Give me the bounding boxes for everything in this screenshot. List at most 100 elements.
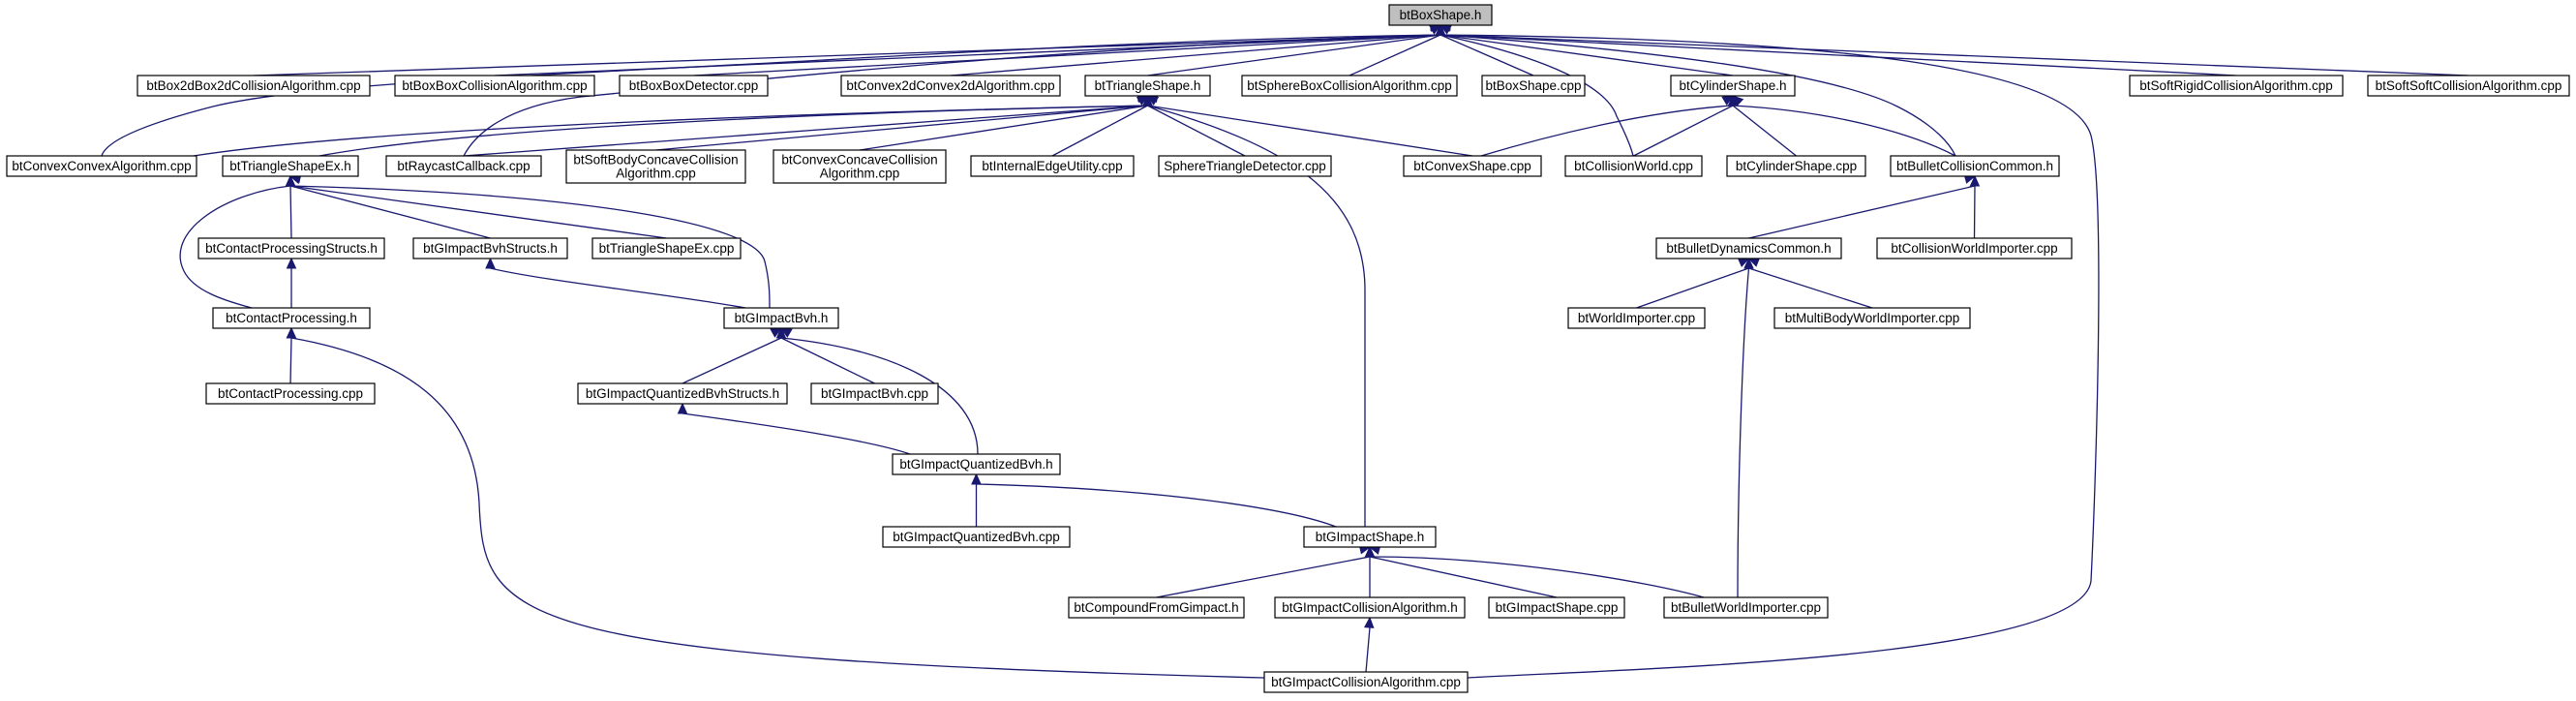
- graph-node[interactable]: btSoftSoftCollisionAlgorithm.cpp: [2367, 75, 2570, 97]
- node-label: btBoxShape.h: [1400, 8, 1482, 22]
- edge-line: [1440, 34, 1534, 76]
- graph-node[interactable]: btSoftRigidCollisionAlgorithm.cpp: [2129, 75, 2344, 97]
- node-label: btSoftSoftCollisionAlgorithm.cpp: [2376, 78, 2562, 93]
- edge-root-to-boxcpp: [1439, 24, 1534, 76]
- edge-line: [1147, 34, 1441, 76]
- graph-node[interactable]: btConvex2dConvex2dAlgorithm.cpp: [840, 75, 1061, 97]
- graph-node[interactable]: btCylinderShape.cpp: [1726, 155, 1866, 177]
- graph-node[interactable]: btConvexConvexAlgorithm.cpp: [6, 155, 197, 177]
- edge-tri-to-trix: [318, 94, 1153, 157]
- node-box: [1241, 75, 1458, 97]
- edge-gb-to-gqbs: [682, 327, 783, 384]
- node-label: SphereTriangleDetector.cpp: [1164, 159, 1326, 173]
- node-box: [385, 155, 542, 177]
- graph-node[interactable]: btCollisionWorldImporter.cpp: [1876, 237, 2073, 259]
- graph-node[interactable]: btGImpactQuantizedBvhStructs.h: [577, 382, 788, 405]
- graph-node[interactable]: btBulletWorldImporter.cpp: [1663, 596, 1829, 619]
- edge-gs-to-cfg: [1156, 544, 1372, 598]
- graph-node[interactable]: btCollisionWorld.cpp: [1564, 155, 1703, 177]
- edge-gb-to-gqb: [775, 326, 979, 455]
- graph-node[interactable]: btWorldImporter.cpp: [1567, 307, 1706, 329]
- node-label: btGImpactShape.cpp: [1496, 600, 1619, 615]
- graph-node[interactable]: btContactProcessingStructs.h: [197, 237, 385, 259]
- arrow-head-icon: [677, 402, 688, 414]
- graph-node[interactable]: btBoxBoxDetector.cpp: [619, 75, 769, 97]
- edge-tri-to-cvx: [1146, 92, 1473, 157]
- node-label: btSphereBoxCollisionAlgorithm.cpp: [1247, 78, 1452, 93]
- edge-line: [976, 483, 1337, 528]
- node-box: [773, 149, 947, 184]
- edge-gs-to-gscpp: [1368, 544, 1558, 598]
- node-box: [882, 526, 1071, 548]
- graph-node[interactable]: btGImpactBvh.h: [723, 307, 839, 329]
- node-box: [1567, 307, 1706, 329]
- edge-cyl-to-cw: [1633, 95, 1735, 157]
- edge-line: [289, 185, 667, 239]
- node-box: [1388, 4, 1493, 26]
- graph-node[interactable]: btGImpactBvh.cpp: [810, 382, 939, 405]
- edge-line: [950, 34, 1441, 76]
- graph-root-node: btBoxShape.h: [1388, 4, 1493, 26]
- graph-node[interactable]: btGImpactCollisionAlgorithm.h: [1274, 596, 1466, 619]
- graph-node[interactable]: btGImpactBvhStructs.h: [412, 237, 568, 259]
- graph-node[interactable]: btConvexShape.cpp: [1403, 155, 1542, 177]
- graph-node[interactable]: btRaycastCallback.cpp: [385, 155, 542, 177]
- node-label: Algorithm.cpp: [616, 167, 696, 181]
- graph-node[interactable]: btBox2dBox2dCollisionAlgorithm.cpp: [136, 75, 371, 97]
- edge-line: [1147, 105, 1473, 157]
- edge-tri-to-ccca: [859, 92, 1149, 151]
- graph-node[interactable]: btGImpactQuantizedBvh.h: [892, 453, 1061, 475]
- edge-cyl-to-bcc: [1727, 94, 1956, 157]
- graph-node[interactable]: btTriangleShapeEx.cpp: [591, 237, 742, 259]
- node-label: btGImpactShape.h: [1316, 530, 1425, 544]
- graph-node[interactable]: btCompoundFromGimpact.h: [1068, 596, 1245, 619]
- arrow-head-icon: [286, 326, 297, 339]
- edge-gb-to-gbcpp: [779, 327, 875, 384]
- edge-line: [780, 337, 979, 455]
- graph-node[interactable]: btBoxBoxCollisionAlgorithm.cpp: [394, 75, 595, 97]
- node-box: [1481, 75, 1586, 97]
- edges-layer: [101, 20, 2470, 679]
- node-label: btGImpactCollisionAlgorithm.cpp: [1271, 675, 1461, 689]
- graph-node[interactable]: btContactProcessing.cpp: [205, 382, 376, 405]
- node-label: btGImpactBvh.cpp: [821, 386, 928, 401]
- graph-node[interactable]: btMultiBodyWorldImporter.cpp: [1773, 307, 1971, 329]
- graph-node[interactable]: btGImpactCollisionAlgorithm.cpp: [1263, 671, 1469, 693]
- graph-node[interactable]: btInternalEdgeUtility.cpp: [970, 155, 1135, 177]
- node-label: btBulletDynamicsCommon.h: [1666, 241, 1831, 256]
- nodes-layer: btBoxShape.h btBox2dBox2dCollisionAlgorit…: [6, 4, 2570, 693]
- edge-tri-to-ieu: [1051, 95, 1149, 157]
- edge-cp-to-gcacpp: [286, 326, 1265, 679]
- node-box: [619, 75, 769, 97]
- graph-node[interactable]: btGImpactQuantizedBvh.cpp: [882, 526, 1071, 548]
- edge-line: [101, 34, 1441, 157]
- edge-bcc-to-cwi: [1969, 174, 1981, 239]
- node-label: btRaycastCallback.cpp: [397, 159, 530, 173]
- graph-node[interactable]: btSphereBoxCollisionAlgorithm.cpp: [1241, 75, 1458, 97]
- node-box: [2129, 75, 2344, 97]
- edge-line: [179, 185, 291, 309]
- graph-node[interactable]: btCylinderShape.h: [1670, 75, 1796, 97]
- node-label: btTriangleShape.h: [1095, 78, 1201, 93]
- graph-node[interactable]: btBulletCollisionCommon.h: [1890, 155, 2060, 177]
- edge-line: [693, 34, 1441, 76]
- node-label: btTriangleShapeEx.cpp: [599, 241, 735, 256]
- graph-node[interactable]: SphereTriangleDetector.cpp: [1158, 155, 1332, 177]
- edge-line: [859, 105, 1148, 151]
- node-box: [565, 149, 746, 184]
- graph-node[interactable]: btGImpactShape.cpp: [1488, 596, 1625, 619]
- graph-node[interactable]: btTriangleShape.h: [1084, 75, 1211, 97]
- arrow-head-icon: [1142, 94, 1153, 107]
- graph-node[interactable]: btBulletDynamicsCommon.h: [1655, 237, 1842, 259]
- graph-node[interactable]: btGImpactShape.h: [1303, 526, 1437, 548]
- edge-line: [1369, 556, 1705, 598]
- graph-node[interactable]: btTriangleShapeEx.h: [222, 155, 359, 177]
- graph-node[interactable]: btContactProcessing.h: [212, 307, 371, 329]
- arrow-head-icon: [1727, 94, 1739, 107]
- node-box: [1564, 155, 1703, 177]
- edge-gqb-to-gs: [971, 472, 1337, 528]
- graph-node[interactable]: btBoxShape.cpp: [1481, 75, 1586, 97]
- edge-line: [1732, 105, 1956, 157]
